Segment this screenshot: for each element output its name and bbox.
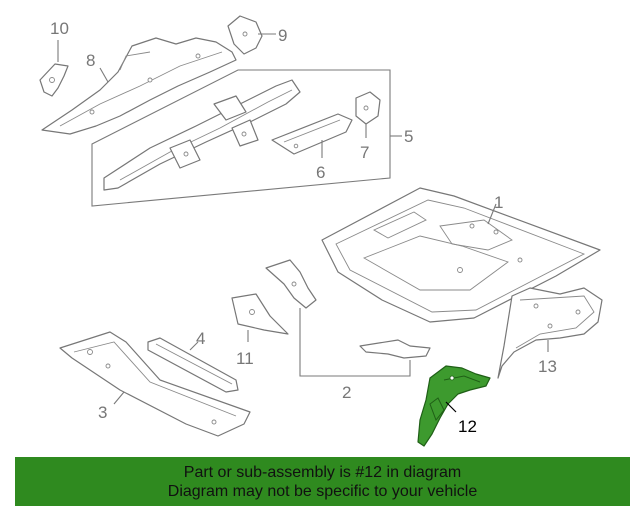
callout-7[interactable]: 7 <box>360 143 369 162</box>
part-10-bracket[interactable] <box>39 63 69 97</box>
part-5-rear-rail[interactable] <box>103 79 301 191</box>
info-banner: Part or sub-assembly is #12 in diagram D… <box>15 457 630 506</box>
leader-2 <box>299 308 411 377</box>
callout-12[interactable]: 12 <box>458 417 477 436</box>
callout-5[interactable]: 5 <box>404 127 413 146</box>
callout-6[interactable]: 6 <box>316 163 325 182</box>
parts-diagram: 10 9 8 5 6 7 <box>39 15 603 447</box>
part-4-crossmember-bar[interactable] <box>147 337 239 393</box>
callout-8[interactable]: 8 <box>86 51 95 70</box>
part-3-crossmember[interactable] <box>59 331 251 437</box>
leader-4 <box>189 341 199 351</box>
part-12-highlighted[interactable] <box>417 365 491 447</box>
callout-1[interactable]: 1 <box>494 193 503 212</box>
part-7-bracket[interactable] <box>355 91 381 125</box>
callout-2[interactable]: 2 <box>342 383 351 402</box>
part-2-bracket-lower[interactable] <box>359 339 431 359</box>
callout-10[interactable]: 10 <box>50 19 69 38</box>
callout-4[interactable]: 4 <box>196 329 205 348</box>
part-8-side-rail[interactable] <box>41 37 237 135</box>
callout-3[interactable]: 3 <box>98 403 107 422</box>
callout-13[interactable]: 13 <box>538 357 557 376</box>
part-11-plate[interactable] <box>231 293 289 335</box>
leader-3 <box>113 391 125 405</box>
part-13-wheelhouse[interactable] <box>497 287 603 379</box>
callout-11[interactable]: 11 <box>236 349 254 368</box>
part-6-plate[interactable] <box>271 113 353 155</box>
assembly-5-frame <box>91 69 391 207</box>
leader-12 <box>445 401 457 413</box>
banner-line-2: Diagram may not be specific to your vehi… <box>167 483 478 500</box>
leader-8 <box>99 67 109 83</box>
part-9-bracket[interactable] <box>227 15 263 55</box>
callout-9[interactable]: 9 <box>278 26 287 45</box>
banner-line-1: Part or sub-assembly is #12 in diagram <box>183 464 462 481</box>
leader-1 <box>487 203 497 225</box>
part-2-bracket-upper[interactable] <box>265 259 317 309</box>
